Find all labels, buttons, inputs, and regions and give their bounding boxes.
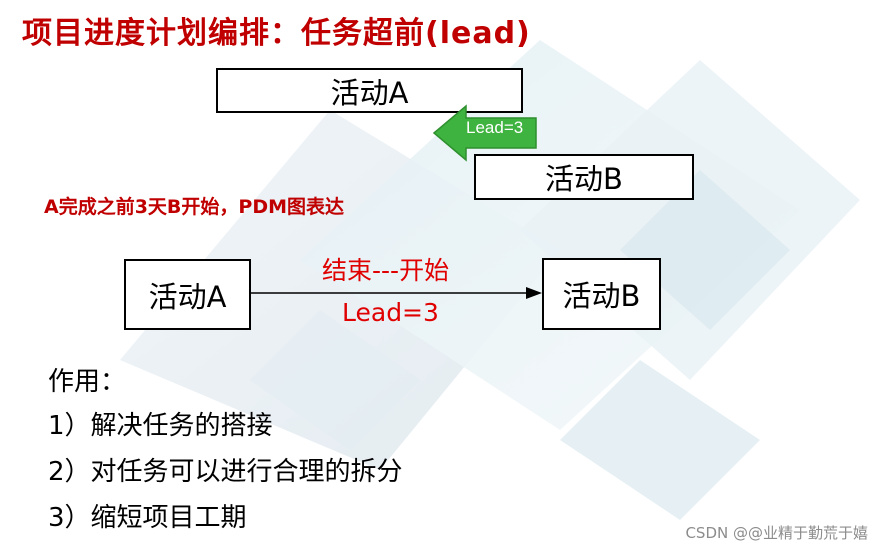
relation-type-label: 结束---开始 bbox=[322, 256, 450, 285]
uses-list: 作用： 1）解决任务的搭接 2）对任务可以进行合理的拆分 3）缩短项目工期 bbox=[48, 366, 403, 548]
watermark-text: CSDN @@业精于勤荒于嬉 bbox=[685, 524, 868, 542]
list-item: 1）解决任务的搭接 bbox=[48, 411, 273, 441]
description-text: A完成之前3天B开始，PDM图表达 bbox=[44, 196, 345, 218]
pdm-link-arrow bbox=[251, 287, 542, 299]
lead-arrow-label: Lead=3 bbox=[466, 118, 524, 137]
list-item: 3）缩短项目工期 bbox=[48, 503, 247, 533]
list-item: 2）对任务可以进行合理的拆分 bbox=[48, 457, 403, 487]
pdm-node-b: 活动B bbox=[542, 258, 661, 330]
lead-arrow-icon bbox=[432, 104, 537, 162]
pdm-node-a: 活动A bbox=[124, 259, 251, 330]
activity-a-bar: 活动A bbox=[216, 68, 523, 113]
uses-heading: 作用： bbox=[48, 367, 127, 397]
activity-b-bar: 活动B bbox=[474, 154, 694, 200]
lead-value-label: Lead=3 bbox=[342, 298, 439, 327]
page-title: 项目进度计划编排：任务超前(lead) bbox=[22, 16, 531, 51]
